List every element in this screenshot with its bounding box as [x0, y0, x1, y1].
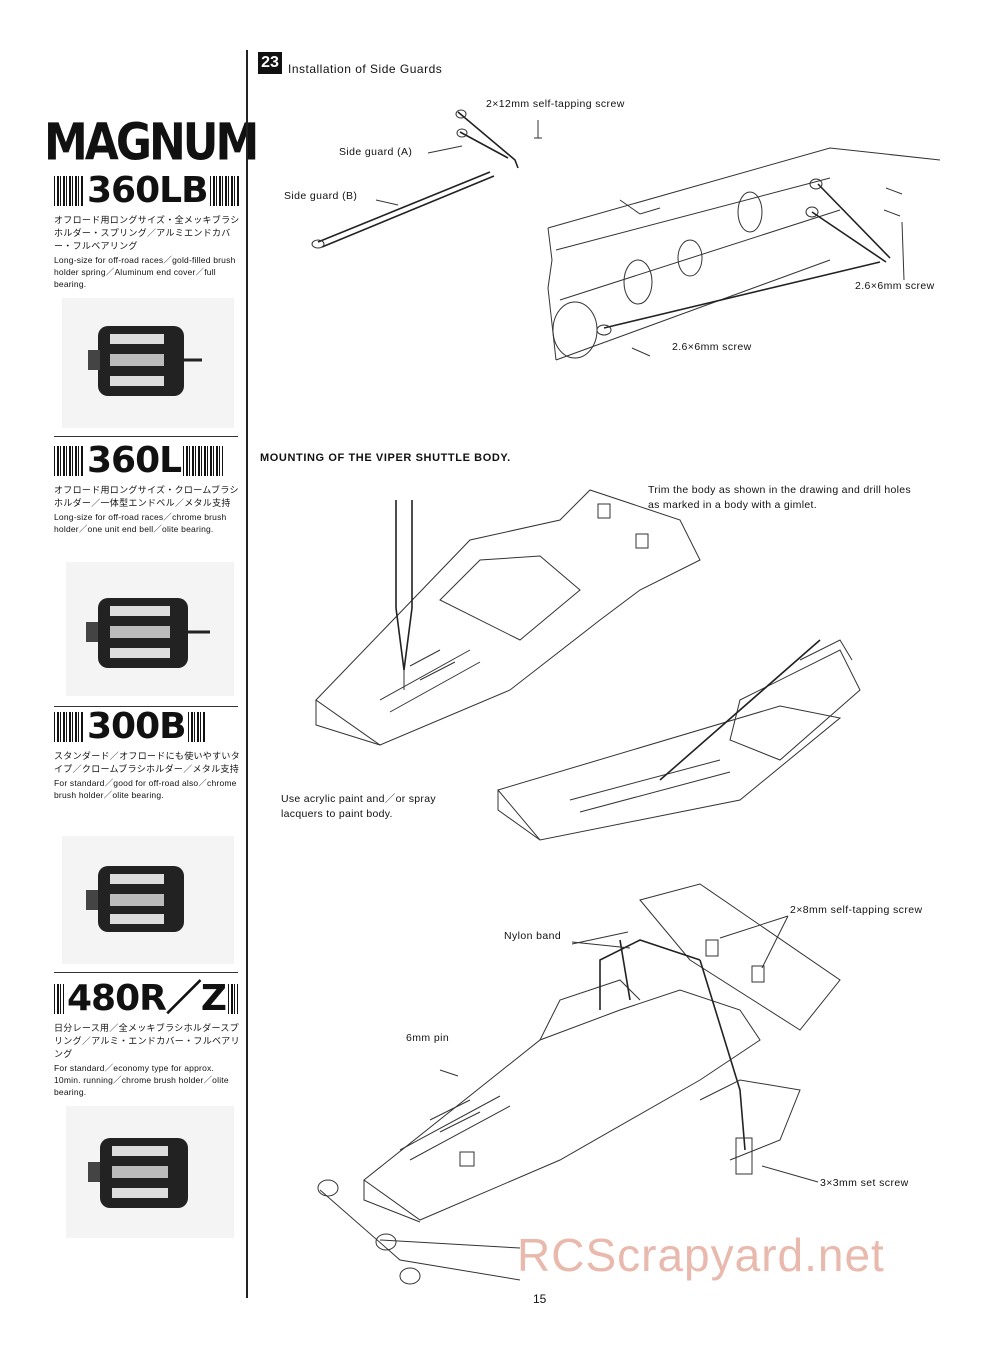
- barcode-icon: [187, 712, 206, 742]
- model-480r-z: 480R／Z 日分レース用／全メッキブラシホルダースプリング／アルミ・エンドカバ…: [54, 978, 240, 1098]
- barcode-icon: [209, 176, 240, 206]
- model-name: 480R／Z: [67, 978, 227, 1019]
- label-side-guard-b: Side guard (B): [284, 190, 358, 202]
- motor-image: [88, 1138, 188, 1208]
- body-with-wing-drawing: [317, 883, 841, 1285]
- step-number-badge: 23: [258, 52, 282, 74]
- chassis-drawing: [547, 147, 941, 361]
- label-screw-right: 2.6×6mm screw: [855, 280, 935, 292]
- model-description-jp: オフロード用ロングサイズ・全メッキブラシホルダー・スプリング／アルミエンドカバー…: [54, 215, 240, 251]
- body-paint-drawing: [497, 639, 861, 841]
- model-description-en: Long-size for off-road races／chrome brus…: [54, 512, 227, 534]
- divider-line: [54, 436, 238, 437]
- column-divider: [246, 50, 248, 1298]
- barcode-icon: [227, 984, 238, 1014]
- label-self-tapping-12: 2×12mm self-tapping screw: [486, 98, 625, 110]
- motor-photo: [66, 562, 234, 696]
- step-title: Installation of Side Guards: [288, 62, 443, 76]
- model-description-jp: スタンダード／オフロードにも使いやすいタイプ／クロームブラシホルダー／メタル支持: [54, 751, 241, 774]
- motor-photo: [66, 1106, 234, 1238]
- label-nylon-band: Nylon band: [504, 930, 562, 942]
- body-trim-drawing: [315, 489, 701, 746]
- side-guard-b-part: [311, 171, 495, 249]
- model-300b: 300B スタンダード／オフロードにも使いやすいタイプ／クロームブラシホルダー／…: [54, 706, 240, 801]
- model-description-jp: 日分レース用／全メッキブラシホルダースプリング／アルミ・エンドカバー・フルベアリ…: [54, 1023, 240, 1059]
- barcode-icon: [54, 446, 84, 476]
- divider-line: [54, 706, 238, 707]
- page-number: 15: [533, 1292, 547, 1306]
- model-name: 300B: [87, 706, 187, 747]
- motor-photo: [62, 836, 234, 964]
- divider-line: [54, 972, 238, 973]
- motor-image: [88, 326, 202, 396]
- label-side-guard-a: Side guard (A): [339, 146, 413, 158]
- barcode-icon: [54, 712, 84, 742]
- brand-logo: MAGNUM: [44, 113, 259, 173]
- side-guard-a-part: [455, 109, 542, 169]
- model-description-en: Long-size for off-road races／gold-filled…: [54, 255, 236, 289]
- model-360l: 360L オフロード用ロングサイズ・クロームブラシホルダー／一体型エンドベル／メ…: [54, 440, 240, 535]
- barcode-icon: [54, 984, 64, 1014]
- barcode-icon: [54, 176, 84, 206]
- barcode-icon: [183, 446, 224, 476]
- label-screw-bottom: 2.6×6mm screw: [672, 341, 752, 353]
- section-title: MOUNTING OF THE VIPER SHUTTLE BODY.: [260, 452, 511, 464]
- watermark: RCScrapyard.net: [517, 1229, 885, 1281]
- paint-note: Use acrylic paint and／or spray lacquers …: [281, 793, 436, 820]
- model-description-jp: オフロード用ロングサイズ・クロームブラシホルダー／一体型エンドベル／メタル支持: [54, 485, 239, 508]
- label-pin: 6mm pin: [406, 1032, 450, 1044]
- motor-image: [86, 598, 210, 668]
- model-name: 360LB: [87, 170, 209, 211]
- model-description-en: For standard／good for off-road also／chro…: [54, 778, 237, 800]
- model-360lb: 360LB オフロード用ロングサイズ・全メッキブラシホルダー・スプリング／アルミ…: [54, 170, 240, 290]
- model-description-en: For standard／economy type for approx. 10…: [54, 1063, 229, 1097]
- model-name: 360L: [87, 440, 182, 481]
- motor-photo: [62, 298, 234, 428]
- label-self-tapping-8: 2×8mm self-tapping screw: [790, 904, 923, 916]
- trim-note: Trim the body as shown in the drawing an…: [648, 484, 911, 511]
- motor-image: [86, 866, 184, 932]
- label-set-screw: 3×3mm set screw: [820, 1177, 909, 1189]
